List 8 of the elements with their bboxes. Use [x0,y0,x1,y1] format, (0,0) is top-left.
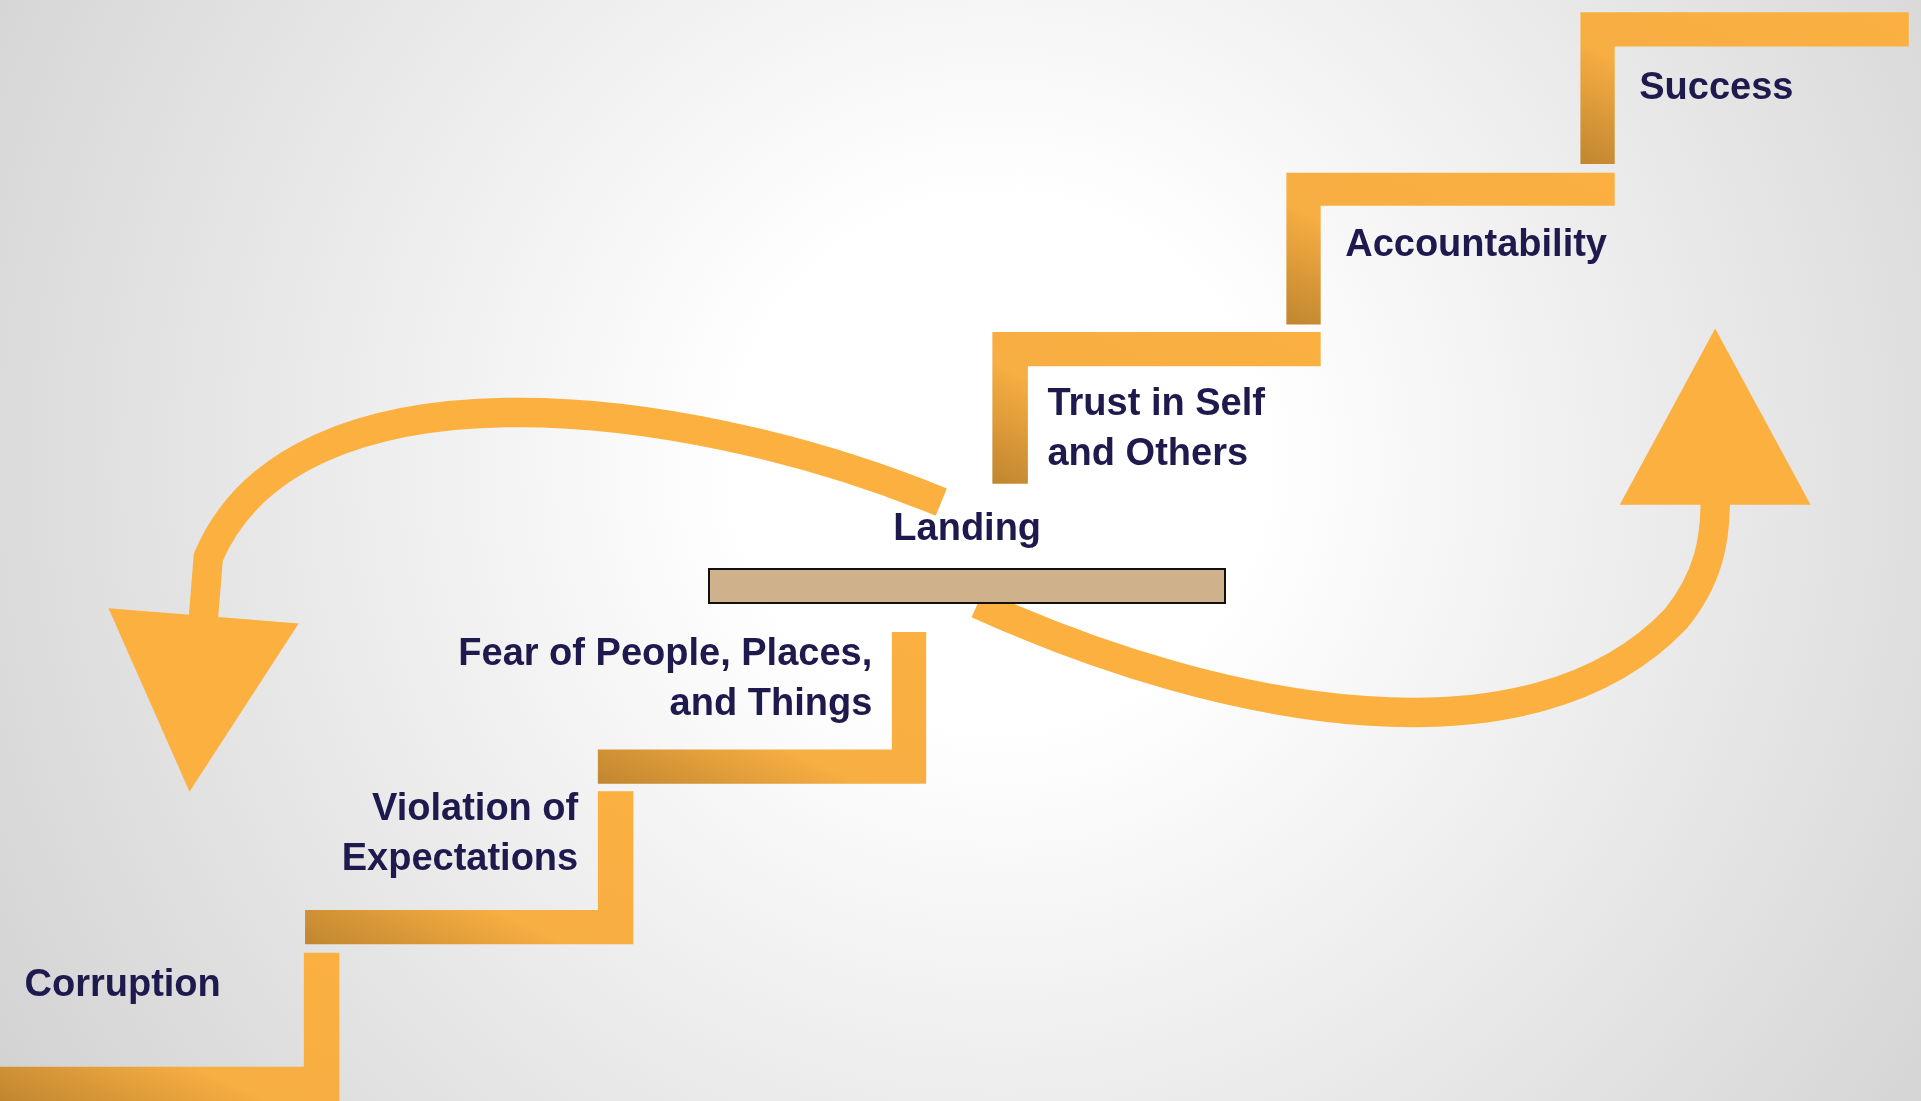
step-label: Violation of Expectations [340,784,579,880]
step-label: Trust in Self and Others [1047,380,1266,476]
step-label: Accountability [1345,221,1608,267]
curved-arrow [971,328,1811,727]
step-label: Corruption [24,961,222,1007]
step-label: Success [1639,64,1795,110]
step-label: Fear of People, Places, and Things [457,630,873,726]
step-label: Landing [892,505,1043,551]
